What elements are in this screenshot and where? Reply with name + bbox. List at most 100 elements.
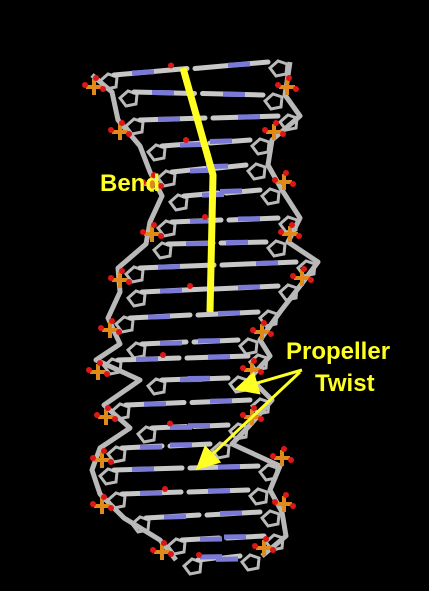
oxygen-atom <box>168 551 174 557</box>
sugar-ring-right <box>259 187 281 206</box>
oxygen-atom <box>167 420 173 427</box>
sugar-ring-left <box>145 143 167 162</box>
sugar-ring-left <box>181 557 203 576</box>
oxygen-atom <box>158 183 164 189</box>
oxygen-atom <box>275 82 281 88</box>
nitrogen-segment <box>131 69 155 76</box>
sugar-ring-right <box>267 59 289 78</box>
oxygen-atom <box>296 233 302 239</box>
nitrogen-segment <box>147 314 171 320</box>
base-pairs <box>111 59 299 563</box>
oxygen-atom <box>140 179 146 185</box>
oxygen-atom <box>90 455 96 461</box>
oxygen-atom <box>108 275 114 281</box>
oxygen-atom <box>283 170 289 176</box>
oxygen-atom <box>161 540 167 546</box>
oxygen-atom <box>151 222 157 228</box>
oxygen-atom <box>82 82 88 88</box>
oxygen-atom <box>126 279 132 285</box>
propeller-label-line2: Twist <box>315 370 375 397</box>
oxygen-atom <box>183 137 189 143</box>
helix-axis-bend-line <box>179 67 217 313</box>
oxygen-atom <box>293 86 299 92</box>
oxygen-atom <box>94 412 100 418</box>
sugar-ring-left <box>97 467 119 486</box>
oxygen-atom <box>278 229 284 235</box>
oxygen-atom <box>290 181 296 187</box>
propeller-arrow-2 <box>195 370 302 471</box>
oxygen-atom <box>112 416 118 422</box>
nitrogen-segment <box>217 310 241 316</box>
bend-label: Bend <box>100 170 160 197</box>
oxygen-atom <box>251 405 257 411</box>
oxygen-atom <box>101 494 107 500</box>
oxygen-atom <box>160 352 166 358</box>
oxygen-atom <box>262 127 268 133</box>
sugar-ring-right <box>262 92 284 111</box>
oxygen-atom <box>280 131 286 137</box>
sugar-ring-left <box>125 341 147 360</box>
oxygen-atom <box>240 412 246 418</box>
oxygen-atom <box>97 360 103 366</box>
nitrogen-segment <box>227 61 251 68</box>
nitrogen-segment <box>163 514 187 520</box>
oxygen-atom <box>288 457 294 463</box>
nitrogen-segment <box>157 264 181 270</box>
sugar-ring-right <box>257 463 279 482</box>
nitrogen-segment <box>159 288 183 294</box>
oxygen-atom <box>250 327 256 333</box>
oxygen-atom <box>187 283 193 289</box>
oxygen-atom <box>108 505 114 511</box>
oxygen-atom <box>108 459 114 465</box>
oxygen-atom <box>150 547 156 553</box>
oxygen-atom <box>268 331 274 337</box>
oxygen-atom <box>252 543 258 549</box>
sugar-ring-left <box>145 377 167 396</box>
oxygen-atom <box>151 172 157 178</box>
sugar-ring-right <box>245 162 267 181</box>
nitrogen-segment <box>255 260 279 266</box>
oxygen-atom <box>258 369 264 375</box>
sugar-ring-right <box>277 113 299 132</box>
oxygen-atom <box>119 120 125 126</box>
oxygen-atom <box>140 229 146 235</box>
oxygen-atom <box>290 273 296 279</box>
nitrogen-segment <box>219 510 243 516</box>
sugar-ring-right <box>259 509 281 528</box>
nitrogen-segment <box>237 284 261 290</box>
sugar-ring-right <box>239 553 261 572</box>
oxygen-atom <box>116 329 122 335</box>
oxygen-atom <box>270 453 276 459</box>
oxygen-atom <box>109 318 115 324</box>
propeller-label-line1: Propeller <box>286 338 391 365</box>
sugar-ring-left <box>151 241 173 260</box>
oxygen-atom <box>168 62 174 69</box>
sugar-ring-left <box>125 289 147 308</box>
oxygen-atom <box>290 503 296 509</box>
oxygen-atom <box>126 131 132 137</box>
sugar-ring-left <box>135 425 157 444</box>
sugar-ring-right <box>227 375 249 394</box>
oxygen-atom <box>98 325 104 331</box>
oxygen-atom <box>202 214 208 220</box>
sugar-ring-right <box>227 422 249 441</box>
sugar-ring-right <box>265 239 287 258</box>
oxygen-atom <box>158 233 164 239</box>
sugar-ring-left <box>117 89 139 108</box>
oxygen-atom <box>272 499 278 505</box>
sugar-ring-right <box>277 215 299 234</box>
oxygen-atom <box>289 222 295 228</box>
oxygen-atom <box>93 75 99 81</box>
oxygen-atom <box>286 75 292 81</box>
oxygen-atom <box>101 448 107 454</box>
nitrogen-segment <box>143 401 167 407</box>
atoms <box>82 62 314 560</box>
sugar-ring-right <box>277 283 299 302</box>
sugar-ring-left <box>129 515 151 534</box>
oxygen-atom <box>104 371 110 377</box>
oxygen-atom <box>108 127 114 133</box>
oxygen-atom <box>86 367 92 373</box>
sugar-ring-right <box>247 487 269 506</box>
oxygen-atom <box>105 405 111 411</box>
